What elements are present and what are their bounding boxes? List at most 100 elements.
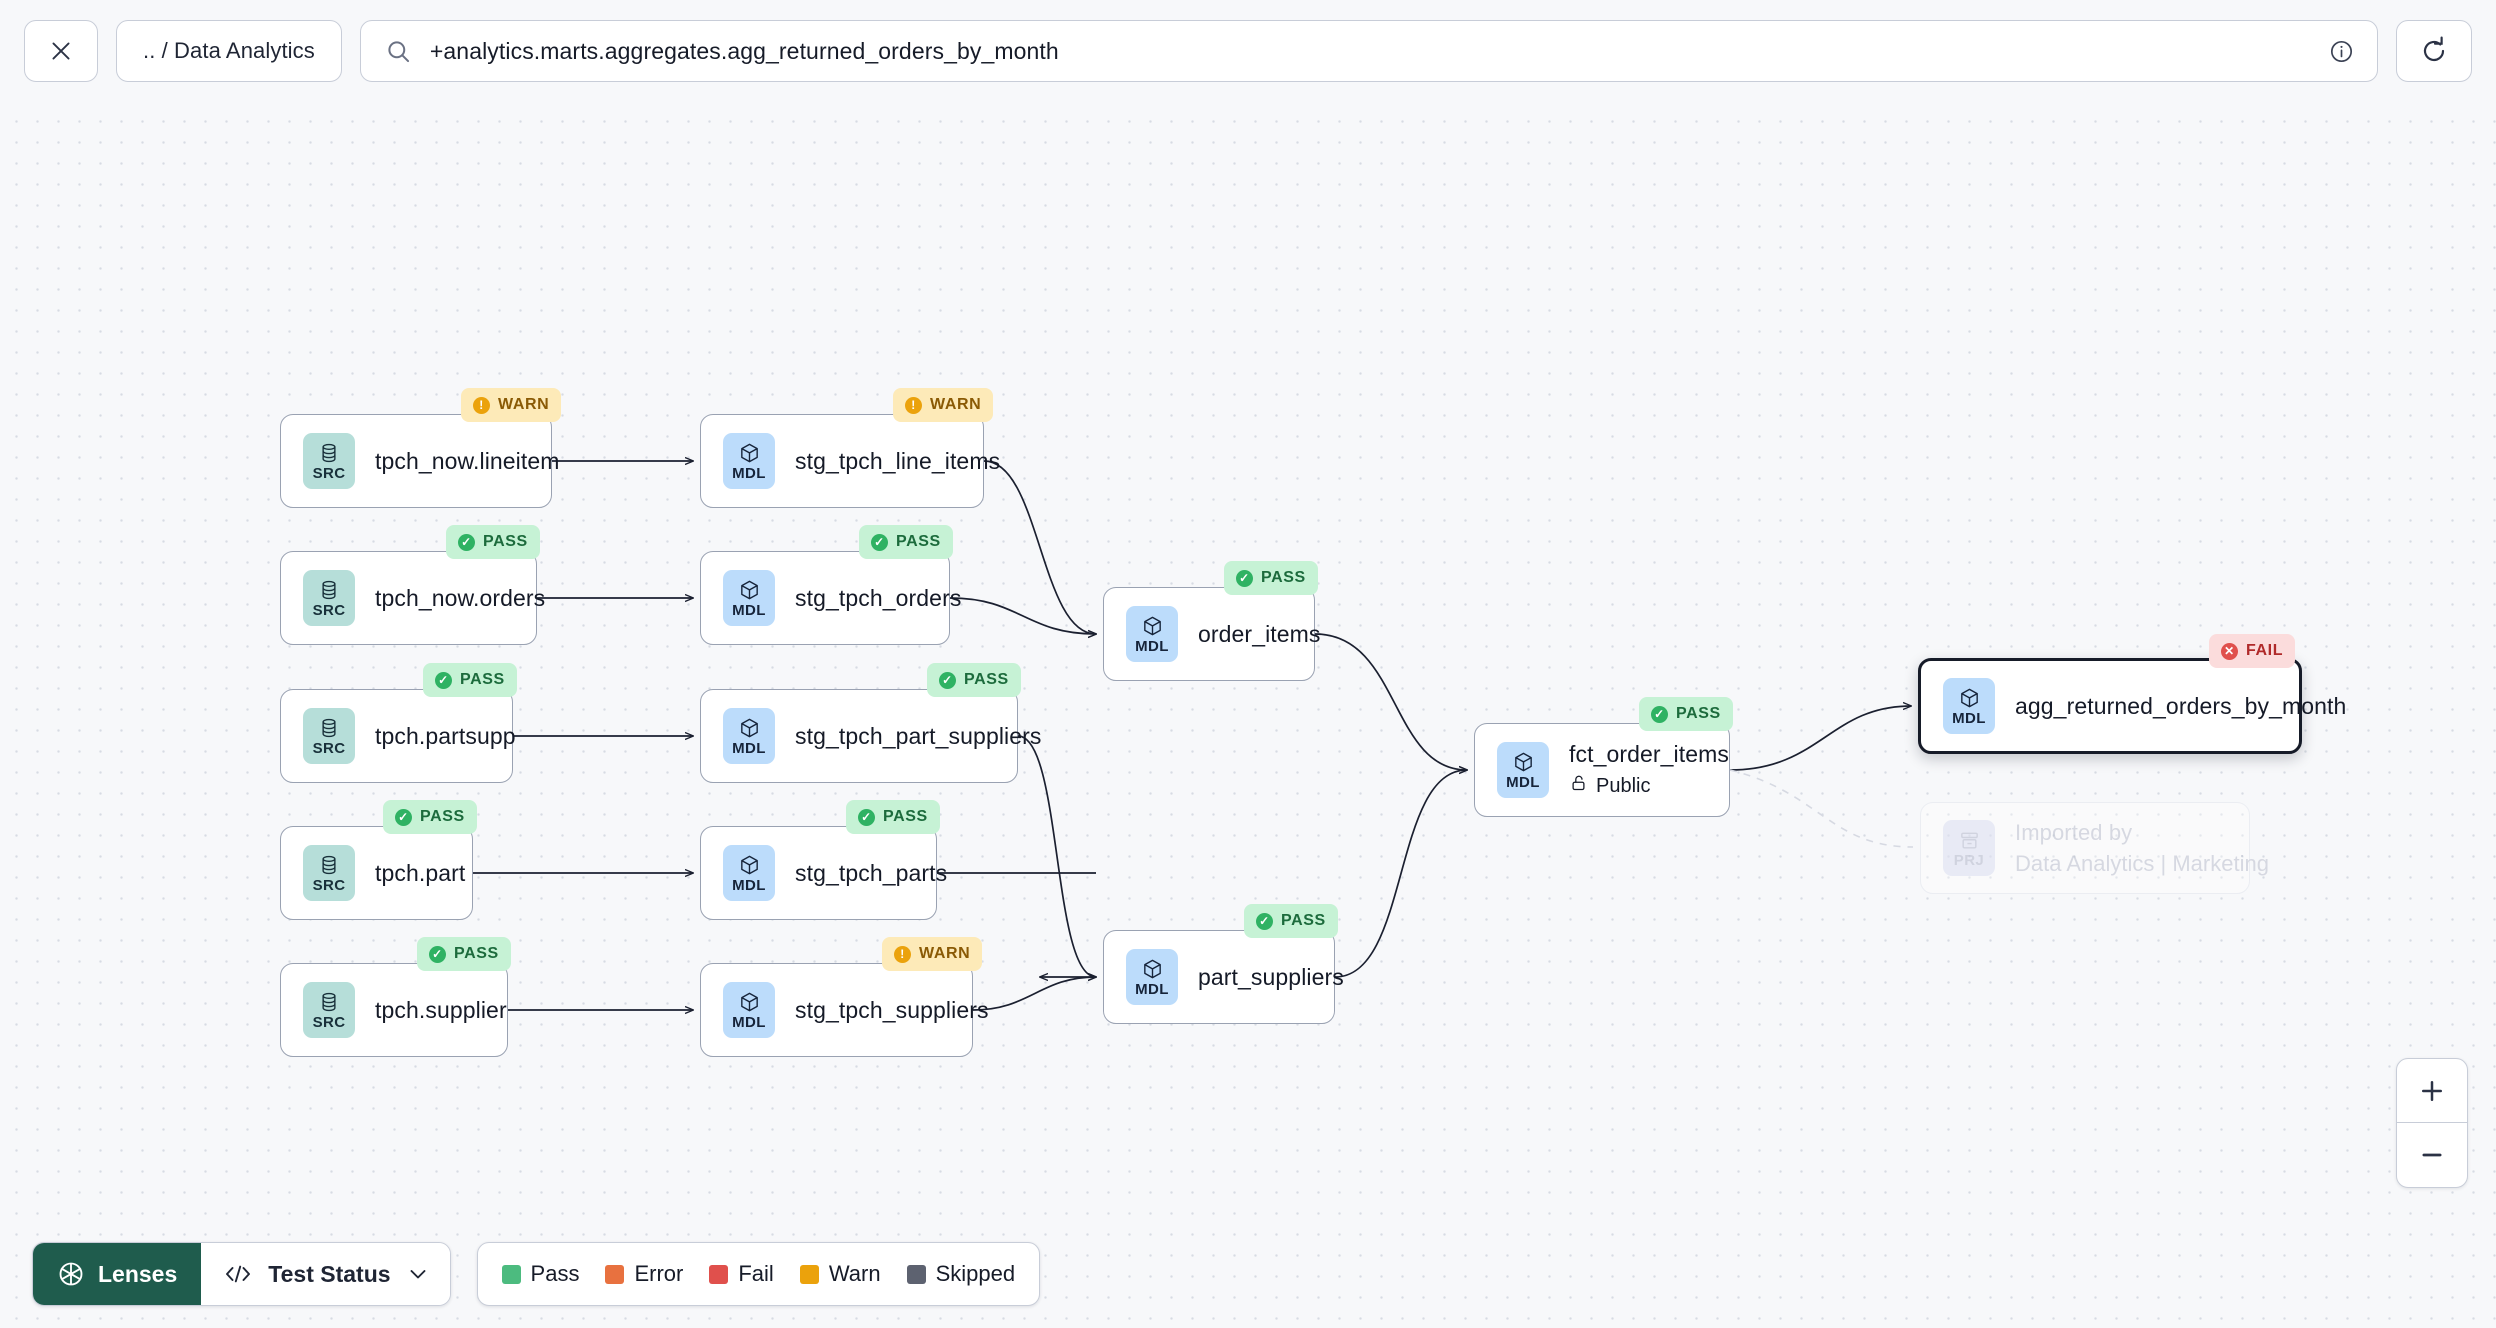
graph-node-stg_tpch_orders[interactable]: MDL stg_tpch_orders ✓PASS [700,525,961,645]
legend-label: Skipped [935,1261,1016,1286]
legend-item-pass[interactable]: Pass [501,1261,579,1287]
test-status-dropdown[interactable]: Test Status [201,1243,450,1305]
breadcrumb-button[interactable]: .. / Data Analytics [116,20,342,82]
status-dot-icon: ! [894,945,911,963]
status-badge-pass: ✓PASS [446,525,540,559]
zoom-controls [2396,1058,2468,1188]
node-kind-label: SRC [312,877,346,894]
node-kind-label: MDL [732,740,766,757]
status-dot-icon: ✓ [435,671,452,689]
status-badge-pass: ✓PASS [423,663,517,697]
status-badge-pass: ✓ PASS [846,800,940,834]
status-badge-fail: ✕FAIL [2209,634,2296,668]
node-kind-label: MDL [732,465,766,482]
node-label: order_items [1198,620,1321,647]
aperture-icon [57,1260,85,1288]
node-text-block: part_suppliers [1198,964,1344,991]
node-text-block: tpch_now.orders [375,585,545,612]
node-kind-label: MDL [1135,981,1169,998]
node-text-block: stg_tpch_part_suppliers [795,723,1042,750]
status-badge-label: PASS [883,808,928,825]
graph-edge [972,977,1096,1011]
legend-item-error[interactable]: Error [605,1261,683,1287]
cube-icon: MDL [1497,742,1549,798]
cube-icon: MDL [723,708,775,764]
status-dot-icon: ✕ [2221,642,2238,660]
graph-node-tpch_supplier[interactable]: SRC tpch.supplier ✓PASS [280,937,511,1057]
node-text-block: agg_returned_orders_by_month [2015,693,2346,720]
legend-swatch-icon [906,1264,926,1284]
node-kind-label: SRC [312,1014,346,1031]
graph-node-stg_tpch_parts[interactable]: MDL stg_tpch_parts ✓ PASS [700,800,947,920]
node-sublabel-text: Data Analytics | Marketing [2015,850,2269,876]
status-badge-pass: ✓PASS [859,525,953,559]
status-dot-icon: ✓ [395,808,412,826]
status-badge-label: PASS [1676,705,1721,722]
top-toolbar: .. / Data Analytics [0,0,2496,102]
node-kind-label: MDL [1506,774,1540,791]
cube-icon: MDL [1126,949,1178,1005]
plus-icon [2422,1080,2442,1101]
node-label: agg_returned_orders_by_month [2015,692,2347,719]
node-label: tpch.supplier [375,996,507,1023]
graph-node-tpch_part[interactable]: SRC tpch.part ✓PASS [280,800,477,920]
refresh-button[interactable] [2396,20,2472,82]
lenses-button[interactable]: Lenses [33,1243,202,1305]
graph-edge [1017,735,1096,977]
close-icon [48,38,74,64]
status-badge-pass: ✓PASS [383,800,477,834]
cube-icon: MDL [723,433,775,489]
node-label: tpch.partsupp [375,722,516,749]
node-label: tpch.part [375,859,466,886]
database-icon: SRC [303,845,355,901]
node-text-block: tpch.partsupp [375,723,516,750]
info-icon[interactable] [2328,38,2355,65]
node-text-block: stg_tpch_orders [795,585,961,612]
node-label: part_suppliers [1198,963,1344,990]
status-dot-icon: ✓ [1236,569,1253,587]
legend-item-skipped[interactable]: Skipped [906,1261,1016,1287]
status-badge-label: PASS [1281,912,1326,929]
search-input[interactable] [429,37,2310,65]
legend-item-warn[interactable]: Warn [799,1261,881,1287]
legend-swatch-icon [605,1264,625,1284]
node-text-block: stg_tpch_line_items [795,448,1000,475]
node-text-block: stg_tpch_parts [795,860,947,887]
graph-edge [1729,706,1911,771]
status-badge-label: PASS [896,533,941,550]
status-badge-pass: ✓PASS [417,937,511,971]
cube-icon: MDL [723,845,775,901]
status-badge-warn: !WARN [882,937,983,971]
graph-node-stg_tpch_line_items[interactable]: MDL stg_tpch_line_items !WARN [700,388,1000,508]
node-label: stg_tpch_orders [795,584,962,611]
close-button[interactable] [24,20,98,82]
cube-icon: MDL [723,570,775,626]
status-badge-label: PASS [454,945,499,962]
node-label: stg_tpch_parts [795,859,948,886]
node-text-block: tpch.part [375,860,465,887]
zoom-out-button[interactable] [2397,1123,2467,1187]
status-dot-icon: ✓ [858,808,875,826]
status-badge-warn: !WARN [893,388,994,422]
chevron-down-icon [406,1262,430,1286]
graph-edge [949,597,1096,634]
minus-icon [2422,1153,2442,1157]
legend-swatch-icon [799,1264,819,1284]
zoom-in-button[interactable] [2397,1059,2467,1123]
database-icon: SRC [303,433,355,489]
node-kind-label: MDL [732,877,766,894]
search-bar[interactable] [359,20,2378,82]
legend-item-fail[interactable]: Fail [709,1261,774,1287]
